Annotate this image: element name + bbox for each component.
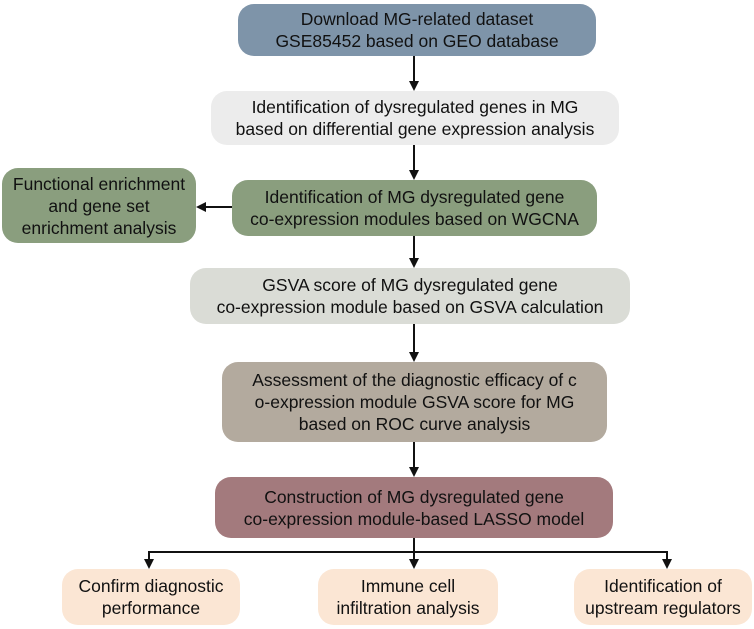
step-6-line-2: co-expression module-based LASSO model [243, 508, 585, 529]
outcome-3-line-2: upstream regulators [585, 598, 741, 618]
step-6-box: Construction of MG dysregulated gene co-… [215, 477, 613, 538]
step-5-line-2: o-expression module GSVA score for MG [254, 392, 575, 412]
side-line-1: Functional enrichment [12, 173, 186, 194]
step-2-line-1: Identification of dysregulated genes in … [251, 97, 579, 117]
outcome-3-box: Identification of upstream regulators [574, 569, 752, 625]
step-3-line-2: co-expression modules based on WGCNA [250, 209, 579, 229]
outcome-2-box: Immune cell infiltration analysis [318, 569, 498, 625]
step-3-line-1: Identification of MG dysregulated gene [264, 187, 565, 207]
step-1-box: Download MG-related dataset GSE85452 bas… [238, 4, 596, 56]
step-5-line-3: based on ROC curve analysis [298, 414, 531, 434]
step-6-line-1: Construction of MG dysregulated gene [264, 486, 564, 507]
outcome-1-line-1: Confirm diagnostic [78, 576, 224, 596]
step-1-line-1: Download MG-related dataset [300, 9, 534, 29]
step-4-line-2: co-expression module based on GSVA calcu… [216, 297, 604, 317]
outcome-2-line-2: infiltration analysis [336, 598, 480, 618]
outcome-1-box: Confirm diagnostic performance [62, 569, 240, 625]
step-3-box: Identification of MG dysregulated gene c… [232, 180, 597, 236]
outcome-2-line-1: Immune cell [360, 576, 456, 596]
side-box: Functional enrichment and gene set enric… [2, 168, 196, 243]
side-line-3: enrichment analysis [21, 217, 177, 238]
step-5-line-1: Assessment of the diagnostic efficacy of… [252, 370, 577, 390]
step-4-box: GSVA score of MG dysregulated gene co-ex… [190, 268, 630, 324]
step-4-line-1: GSVA score of MG dysregulated gene [262, 275, 558, 295]
step-1-line-2: GSE85452 based on GEO database [275, 31, 559, 51]
side-line-2: and gene set [48, 195, 150, 216]
outcome-1-line-2: performance [101, 598, 201, 618]
step-5-box: Assessment of the diagnostic efficacy of… [222, 362, 607, 442]
outcome-3-line-1: Identification of [604, 576, 722, 596]
step-2-line-2: based on differential gene expression an… [235, 119, 595, 139]
step-2-box: Identification of dysregulated genes in … [211, 91, 619, 145]
